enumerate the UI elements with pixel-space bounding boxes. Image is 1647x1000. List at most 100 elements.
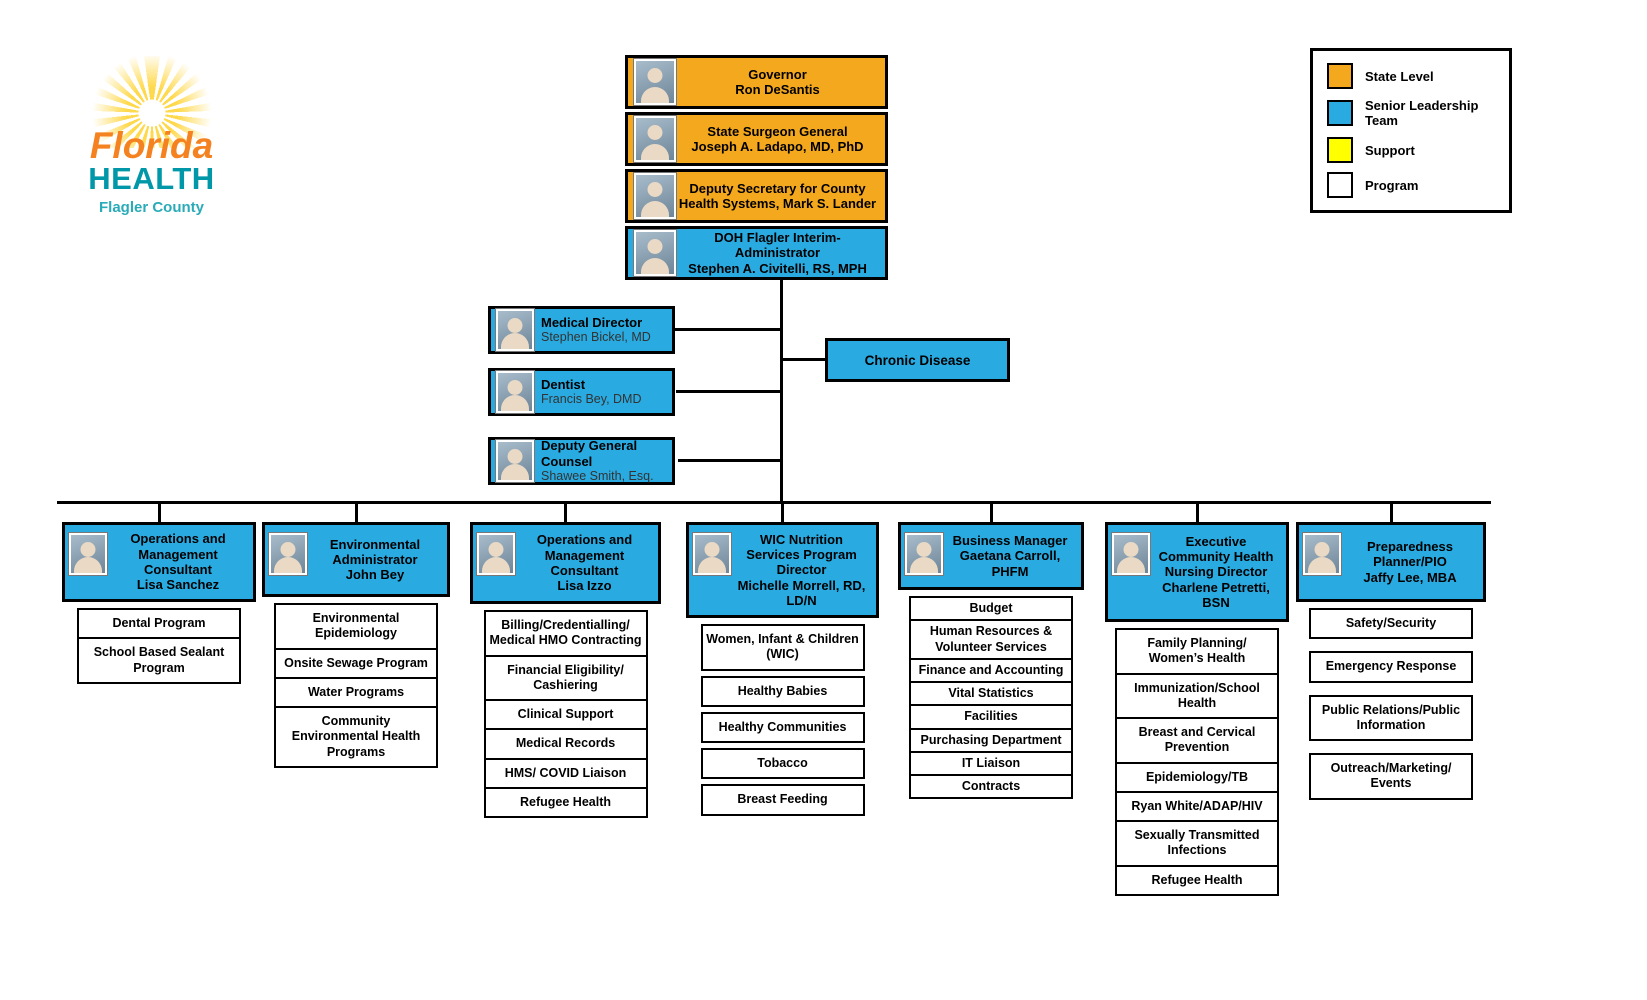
column-header: Executive Community Health Nursing Direc… [1105,522,1289,622]
program-box: Breast Feeding [700,784,865,816]
sun-icon [76,56,227,148]
org-box-deputy-general-counsel: Deputy General Counsel Shawee Smith, Esq… [488,437,675,485]
legend-swatch-program [1327,172,1353,198]
person-name: Stephen Bickel, MD [541,330,651,345]
role-title: DOH Flagler Interim-Administrator [714,230,841,261]
legend-item-state-level: State Level [1327,63,1495,89]
program-box: Medical Records [483,728,648,760]
org-box-text: Environmental Administrator John Bey [307,537,443,583]
column-header: Operations and Management Consultant Lis… [470,522,661,604]
column-header: WIC Nutrition Services Program Director … [686,522,879,618]
program-box: Onsite Sewage Program [274,647,438,679]
legend-label: Program [1365,177,1419,193]
headshot-photo [693,533,731,575]
program-box: Ryan White/ADAP/HIV [1115,790,1279,822]
column-header: Operations and Management Consultant Lis… [62,522,256,602]
program-box: School Based Sealant Program [77,637,241,684]
column-header: Environmental Administrator John Bey [262,522,450,597]
program-box: Community Environmental Health Programs [274,706,438,768]
org-box-text: Business Manager Gaetana Carroll, PHFM [943,533,1077,579]
org-box-deputy-secretary: Deputy Secretary for County Health Syste… [625,169,888,223]
role-title: Deputy Secretary for County [689,180,866,196]
person-name: Ron DeSantis [735,82,820,97]
org-box-text: Deputy General Counsel Shawee Smith, Esq… [534,438,667,483]
headshot-photo [496,440,534,482]
program-box: Family Planning/ Women’s Health [1115,628,1279,675]
program-box: Contracts [909,774,1073,800]
column-operations-management-sanchez: Operations and Management Consultant Lis… [62,522,256,684]
program-box: Emergency Response [1309,651,1473,683]
legend-swatch-support [1327,137,1353,163]
org-box-text: DOH Flagler Interim-Administrator Stephe… [676,230,879,276]
role-title: Governor [748,66,807,82]
program-list: Women, Infant & Children (WIC) Healthy Ba… [686,624,879,816]
program-box: Epidemiology/TB [1115,761,1279,793]
legend-item-senior-leadership: Senior Leadership Team [1327,98,1495,128]
headshot-photo [496,371,534,413]
legend-label: Senior Leadership Team [1365,98,1479,128]
org-box-text: Medical Director Stephen Bickel, MD [534,315,667,345]
connector-line [355,501,358,525]
org-box-text: State Surgeon General Joseph A. Ladapo, … [676,124,879,155]
connector-line [780,280,783,503]
program-box: Women, Infant & Children (WIC) [700,624,865,671]
org-box-governor: Governor Ron DeSantis [625,55,888,109]
connector-line [990,501,993,525]
connector-line [1196,501,1199,525]
florida-health-logo: Florida HEALTH Flagler County [64,56,239,216]
program-box: Purchasing Department [909,727,1073,753]
headshot-photo [496,309,534,351]
headshot-photo [634,59,676,105]
person-name: Lisa Sanchez [136,577,220,593]
connector-line [57,501,1491,504]
org-box-chronic-disease: Chronic Disease [825,338,1010,382]
connector-line [674,328,780,331]
program-box: Budget [909,596,1073,622]
program-box: Refugee Health [483,786,648,818]
person-name: Francis Bey, DMD [541,392,642,407]
person-name: Lisa Izzo [557,578,612,594]
program-box: Facilities [909,704,1073,730]
person-name: Gaetana Carroll, PHFM [959,548,1061,579]
org-box-text: Operations and Management Consultant Lis… [515,532,654,593]
program-box: IT Liaison [909,750,1073,776]
connector-line [676,390,780,393]
role-title: Operations and Management Consultant [536,532,633,578]
headshot-photo [634,230,676,276]
column-wic-nutrition-director: WIC Nutrition Services Program Director … [686,522,879,816]
person-name: Health Systems, Mark S. Lander [678,196,877,211]
program-box: Tobacco [700,748,865,780]
connector-line [1390,501,1393,525]
org-box-dentist: Dentist Francis Bey, DMD [488,368,675,416]
headshot-photo [1303,533,1341,575]
program-box: Healthy Babies [700,675,865,707]
connector-line [158,501,161,525]
legend-item-program: Program [1327,172,1495,198]
legend-swatch-state-level [1327,63,1353,89]
program-box: HMS/ COVID Liaison [483,757,648,789]
column-operations-management-izzo: Operations and Management Consultant Lis… [470,522,661,818]
org-box-text: Executive Community Health Nursing Direc… [1150,534,1282,611]
role-title: Preparedness Planner/PIO [1367,539,1453,570]
legend-label: State Level [1365,68,1434,84]
headshot-photo [634,116,676,162]
role-title: Executive Community Health Nursing Direc… [1158,533,1274,580]
connector-line [678,459,780,462]
program-box: Breast and Cervical Prevention [1115,717,1279,764]
logo-health-text: HEALTH [88,161,215,197]
org-box-text: Dentist Francis Bey, DMD [534,377,667,407]
person-name: John Bey [345,567,405,583]
program-box: Finance and Accounting [909,657,1073,683]
logo-florida-text: Florida [89,125,214,166]
program-box: Vital Statistics [909,681,1073,707]
program-box: Dental Program [77,608,241,640]
logo-county-text: Flagler County [98,198,204,216]
headshot-photo [69,533,107,575]
headshot-photo [269,533,307,575]
role-title: Deputy General Counsel [541,438,638,469]
